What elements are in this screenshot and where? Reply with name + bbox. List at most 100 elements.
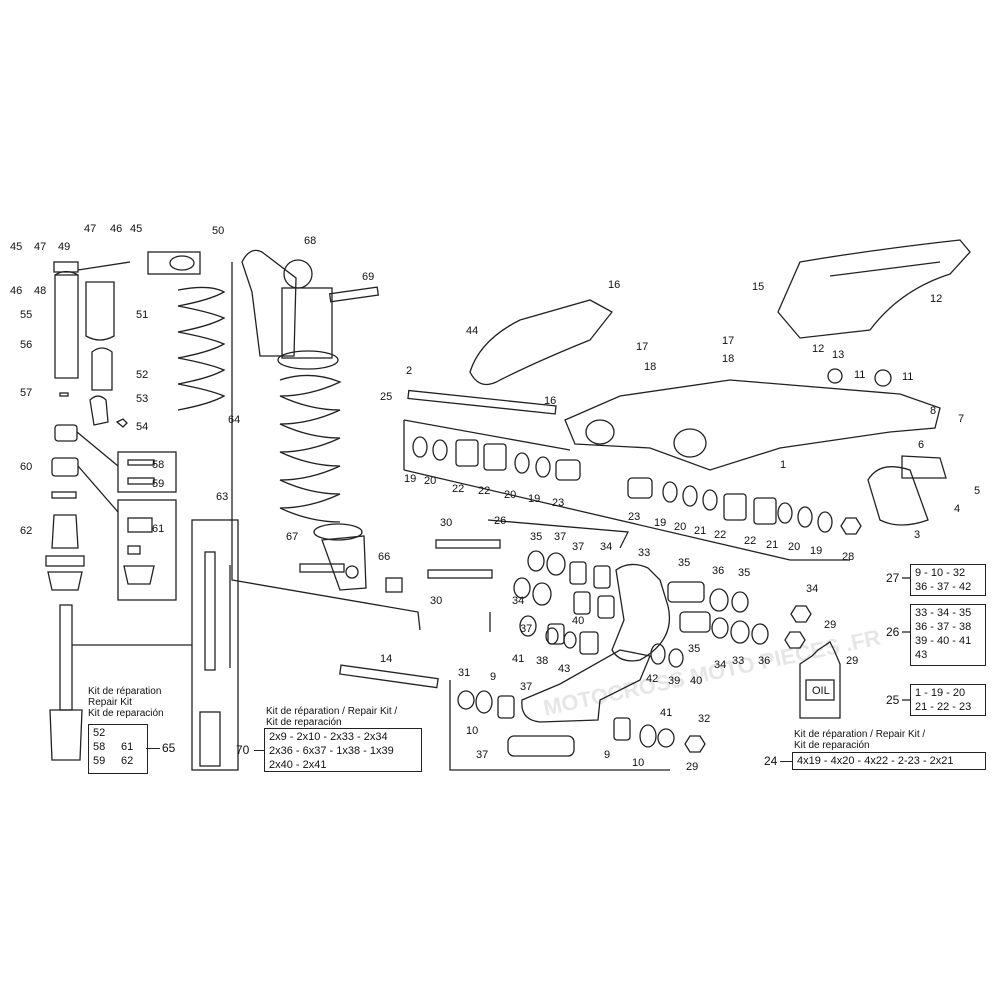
shim-1 <box>127 459 155 466</box>
ring-20b <box>514 452 530 474</box>
callout-46: 46 <box>10 285 22 297</box>
seal-34d <box>751 623 769 645</box>
callout-7: 7 <box>958 413 964 425</box>
washer-10b <box>657 728 675 748</box>
bearing-22d <box>753 497 777 525</box>
callout-19: 19 <box>810 545 822 557</box>
seal-9a <box>475 690 493 714</box>
kit-row: 39 - 40 - 41 <box>915 635 972 647</box>
shock-reservoir-body <box>54 270 79 379</box>
shock-spring-64 <box>177 286 226 411</box>
callout-17: 17 <box>636 341 648 353</box>
callout-58: 58 <box>152 459 164 471</box>
box25-number: 25 <box>886 693 900 707</box>
brake-bracket-3 <box>867 466 929 526</box>
ring-35c <box>709 588 729 612</box>
callout-20: 20 <box>674 521 686 533</box>
kit-cell: 52 <box>93 727 106 739</box>
callout-60: 60 <box>20 461 32 473</box>
swingarm-kit-number: 24 <box>764 754 778 768</box>
bearing-22a <box>455 439 479 467</box>
callout-9: 9 <box>490 671 496 683</box>
swingarm-bearings <box>412 436 862 535</box>
callout-2: 2 <box>406 365 412 377</box>
guard-slot <box>829 261 941 277</box>
callout-19: 19 <box>528 493 540 505</box>
kit-cell: 61 <box>121 741 134 753</box>
chain-adjuster-bracket <box>901 455 947 479</box>
rebound-plate <box>45 555 85 567</box>
callout-41: 41 <box>512 653 524 665</box>
callout-10: 10 <box>466 725 478 737</box>
callout-43: 43 <box>558 663 570 675</box>
box26: 33 - 34 - 35 36 - 37 - 38 39 - 40 - 41 4… <box>910 604 986 666</box>
seal-19c <box>662 481 678 503</box>
seal-34b <box>513 577 531 599</box>
nut-54 <box>115 418 128 428</box>
callout-29: 29 <box>846 655 858 667</box>
reservoir-cap <box>53 261 79 273</box>
box26-number: 26 <box>886 625 900 639</box>
callout-59: 59 <box>152 478 164 490</box>
callout-37: 37 <box>520 623 532 635</box>
lower-spring-seat <box>313 523 363 541</box>
callout-36: 36 <box>712 565 724 577</box>
linkage-kit-box: 2x9 - 2x10 - 2x33 - 2x34 2x36 - 6x37 - 1… <box>264 728 422 772</box>
callout-16: 16 <box>544 395 556 407</box>
callout-34: 34 <box>600 541 612 553</box>
callout-31: 31 <box>458 667 470 679</box>
callout-37: 37 <box>520 681 532 693</box>
kit-row: 2x9 - 2x10 - 2x33 - 2x34 <box>269 731 388 743</box>
callout-19: 19 <box>404 473 416 485</box>
callout-19: 19 <box>654 517 666 529</box>
callout-50: 50 <box>212 225 224 237</box>
ring-36a <box>711 617 729 639</box>
shock-kit-title: Kit de réparation Repair Kit Kit de repa… <box>88 686 164 719</box>
kit-row: 4x19 - 4x20 - 4x22 - 2-23 - 2x21 <box>797 755 954 767</box>
seal-34c <box>731 591 749 613</box>
seal-60 <box>51 457 79 477</box>
box27-number: 27 <box>886 571 900 585</box>
callout-6: 6 <box>918 439 924 451</box>
callout-3: 3 <box>914 529 920 541</box>
callout-67: 67 <box>286 531 298 543</box>
piston-inner <box>127 517 153 533</box>
kit-row: 21 - 22 - 23 <box>915 701 972 713</box>
callout-21: 21 <box>694 525 706 537</box>
reservoir-hose <box>77 261 131 271</box>
seal-34a <box>527 550 545 572</box>
callout-32: 32 <box>698 713 710 725</box>
callout-16: 16 <box>608 279 620 291</box>
linkage-kit-number: 70 <box>236 743 250 757</box>
bolt-30a <box>435 539 501 549</box>
swingarm-kit-leader <box>780 761 792 762</box>
shock-parts-column <box>45 251 201 761</box>
ring-39 <box>650 643 666 665</box>
callout-48: 48 <box>34 285 46 297</box>
callout-11: 11 <box>854 369 865 381</box>
callout-15: 15 <box>752 281 764 293</box>
callout-1: 1 <box>780 459 786 471</box>
ring-20a <box>432 439 448 461</box>
spacer-33b <box>679 611 711 633</box>
callout-40: 40 <box>690 675 702 687</box>
shock-reservoir-top <box>241 249 297 357</box>
callout-28: 28 <box>842 551 854 563</box>
oil-label: OIL <box>812 685 830 697</box>
callout-34: 34 <box>714 659 726 671</box>
linkage-kit-title: Kit de réparation / Repair Kit / Kit de … <box>266 706 398 728</box>
callout-61: 61 <box>152 523 164 535</box>
nut-66 <box>385 577 403 593</box>
hose-fitting-50 <box>147 251 201 275</box>
fitting-valve <box>169 255 195 271</box>
callout-20: 20 <box>788 541 800 553</box>
kit-cell: 59 <box>93 755 106 767</box>
kit-row: 2x36 - 6x37 - 1x38 - 1x39 <box>269 745 394 757</box>
bearing-22c <box>723 493 747 521</box>
shaft-63-clevis <box>199 711 221 767</box>
callout-35: 35 <box>738 567 750 579</box>
rebound-piston <box>123 565 155 585</box>
callout-23: 23 <box>628 511 640 523</box>
callout-68: 68 <box>304 235 316 247</box>
callout-42: 42 <box>646 673 658 685</box>
